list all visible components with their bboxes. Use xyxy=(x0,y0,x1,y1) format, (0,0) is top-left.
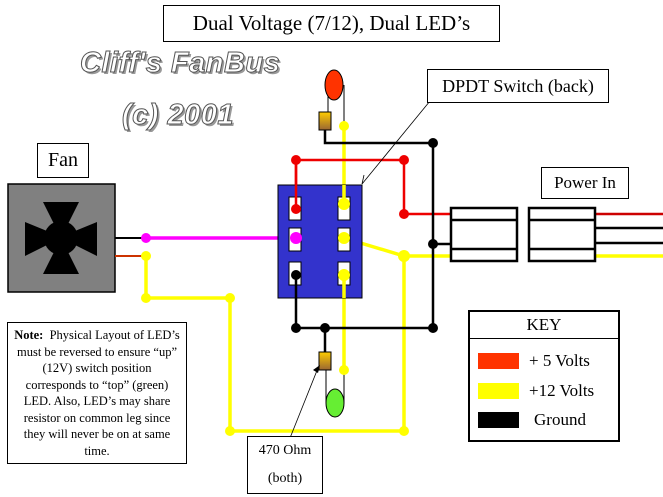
wordart-line1: Cliff's FanBus xyxy=(79,47,281,80)
legend-swatch-ground xyxy=(478,412,519,428)
resistor-bottom xyxy=(318,351,332,371)
legend-key: KEY + 5 Volts +12 Volts Ground xyxy=(468,310,620,442)
fan-label: Fan xyxy=(37,143,89,178)
wires-ground xyxy=(294,122,663,352)
resistor-label-note: (both) xyxy=(267,471,303,486)
power-connector-male xyxy=(449,206,519,263)
resistor-label: 470 Ohm (both) xyxy=(247,436,323,494)
led-top-assembly xyxy=(318,69,345,131)
power-in-label: Power In xyxy=(541,167,629,199)
page-title: Dual Voltage (7/12), Dual LED’s xyxy=(163,5,500,42)
legend-label-5v: + 5 Volts xyxy=(529,351,590,370)
legend-item-5v: + 5 Volts xyxy=(478,351,590,371)
power-connector-female xyxy=(527,206,597,263)
resistor-label-value: 470 Ohm xyxy=(258,443,312,458)
dpdt-callout-line xyxy=(361,100,431,185)
legend-title: KEY xyxy=(470,312,618,339)
legend-label-12v: +12 Volts xyxy=(529,381,595,400)
note-box: Note: Physical Layout of LED’s must be r… xyxy=(7,322,187,464)
legend-swatch-12v xyxy=(478,383,519,399)
resistor-callout-line xyxy=(289,367,319,439)
led-bottom-green xyxy=(325,388,345,418)
note-bold: Note: xyxy=(14,328,44,342)
legend-swatch-5v xyxy=(478,353,519,369)
legend-label-ground: Ground xyxy=(534,410,586,429)
legend-item-12v: +12 Volts xyxy=(478,381,594,401)
legend-item-ground: Ground xyxy=(478,410,586,430)
note-text: Physical Layout of LED’s must be reverse… xyxy=(16,328,180,458)
dpdt-switch-label: DPDT Switch (back) xyxy=(427,69,609,103)
led-bottom-assembly xyxy=(318,351,345,418)
resistor-top xyxy=(318,111,332,131)
fan-blades-icon xyxy=(25,202,97,274)
junctions xyxy=(141,121,438,436)
fan xyxy=(7,183,116,293)
wordart-line2: (c) 2001 xyxy=(121,99,235,132)
led-top-red xyxy=(324,69,344,101)
